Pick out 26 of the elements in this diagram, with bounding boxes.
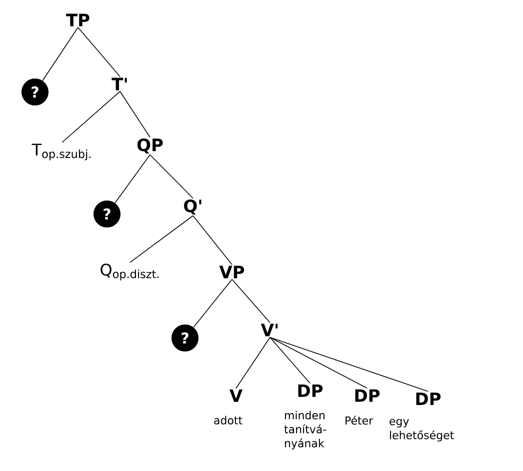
- tree-branch: [42, 27, 78, 81]
- category-label: DP minden tanítvá- nyának: [284, 384, 326, 450]
- category-label: T': [112, 78, 127, 90]
- category-label: QP: [137, 138, 163, 154]
- category-label: Q': [184, 199, 202, 215]
- tree-branch: [270, 337, 310, 384]
- tree-branch: [62, 91, 120, 143]
- tree-branch: [150, 154, 194, 199]
- tree-branch: [120, 91, 150, 138]
- tree-branch: [270, 337, 428, 392]
- category-label: DP egy lehetőséget: [390, 392, 454, 442]
- category-label: DP Péter: [346, 389, 380, 425]
- tree-branch: [130, 215, 194, 263]
- tree-branch: [78, 27, 120, 77]
- tree-branch: [270, 337, 368, 389]
- tree-branch: [193, 279, 232, 328]
- tree-branch: [114, 154, 150, 204]
- tree-branch: [236, 337, 270, 389]
- tree-branch: [232, 279, 270, 323]
- category-label: V adott: [214, 390, 242, 424]
- tree-branch: [192, 215, 232, 265]
- category-label: VP: [219, 266, 244, 278]
- node-label: T$_{op.szubj.}$: [32, 144, 90, 160]
- category-label: TP: [66, 14, 90, 26]
- category-label: V': [260, 324, 278, 336]
- node-label: Q$_{op.diszt.}$: [100, 264, 159, 280]
